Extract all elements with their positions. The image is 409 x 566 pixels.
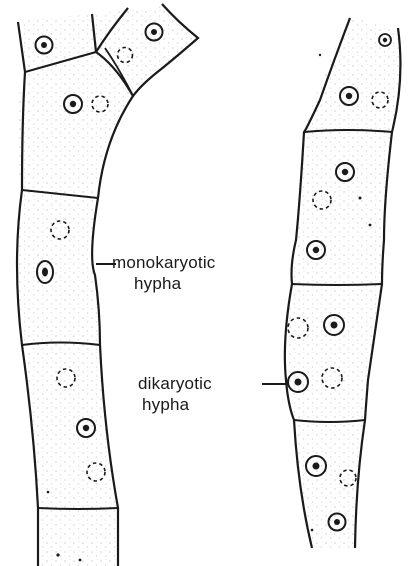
- septum: [292, 284, 382, 285]
- monokaryotic-label-line2: hypha: [112, 273, 216, 294]
- dikaryotic-hypha: [285, 18, 401, 548]
- dikaryotic-label-line1: dikaryotic: [138, 373, 212, 394]
- monokaryotic-label-line1: monokaryotic: [112, 252, 216, 273]
- dikaryotic-hypha-label: dikaryotic hypha: [138, 373, 212, 415]
- monokaryotic-hypha-label: monokaryotic hypha: [112, 252, 216, 294]
- septum: [38, 508, 118, 509]
- dikaryotic-label-line2: hypha: [138, 394, 212, 415]
